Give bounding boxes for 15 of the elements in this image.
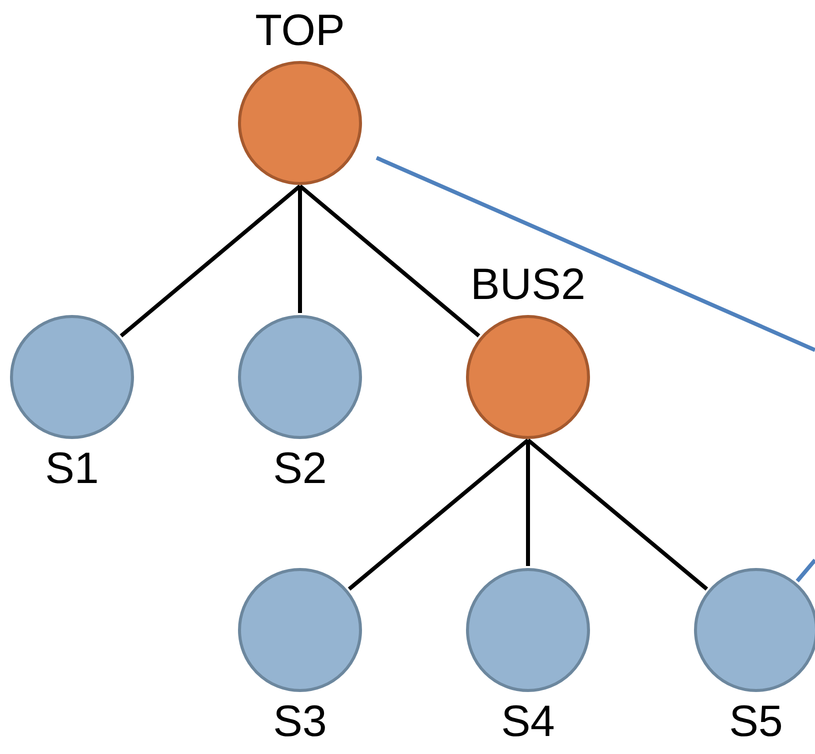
connector-line — [376, 156, 815, 352]
node-label: S5 — [729, 696, 783, 748]
node-label: BUS2 — [470, 259, 586, 311]
connector-line — [526, 438, 708, 591]
connector-line — [348, 438, 530, 591]
node-label: S1 — [45, 443, 99, 495]
connector-line — [298, 186, 302, 313]
connector-line — [120, 184, 302, 338]
connector-line — [526, 440, 530, 566]
connector-line — [796, 558, 815, 582]
node-label: TOP — [255, 5, 345, 57]
node-label: S4 — [501, 696, 555, 748]
connector-line — [298, 184, 480, 338]
node-label: S2 — [273, 443, 327, 495]
node-label: S3 — [273, 696, 327, 748]
